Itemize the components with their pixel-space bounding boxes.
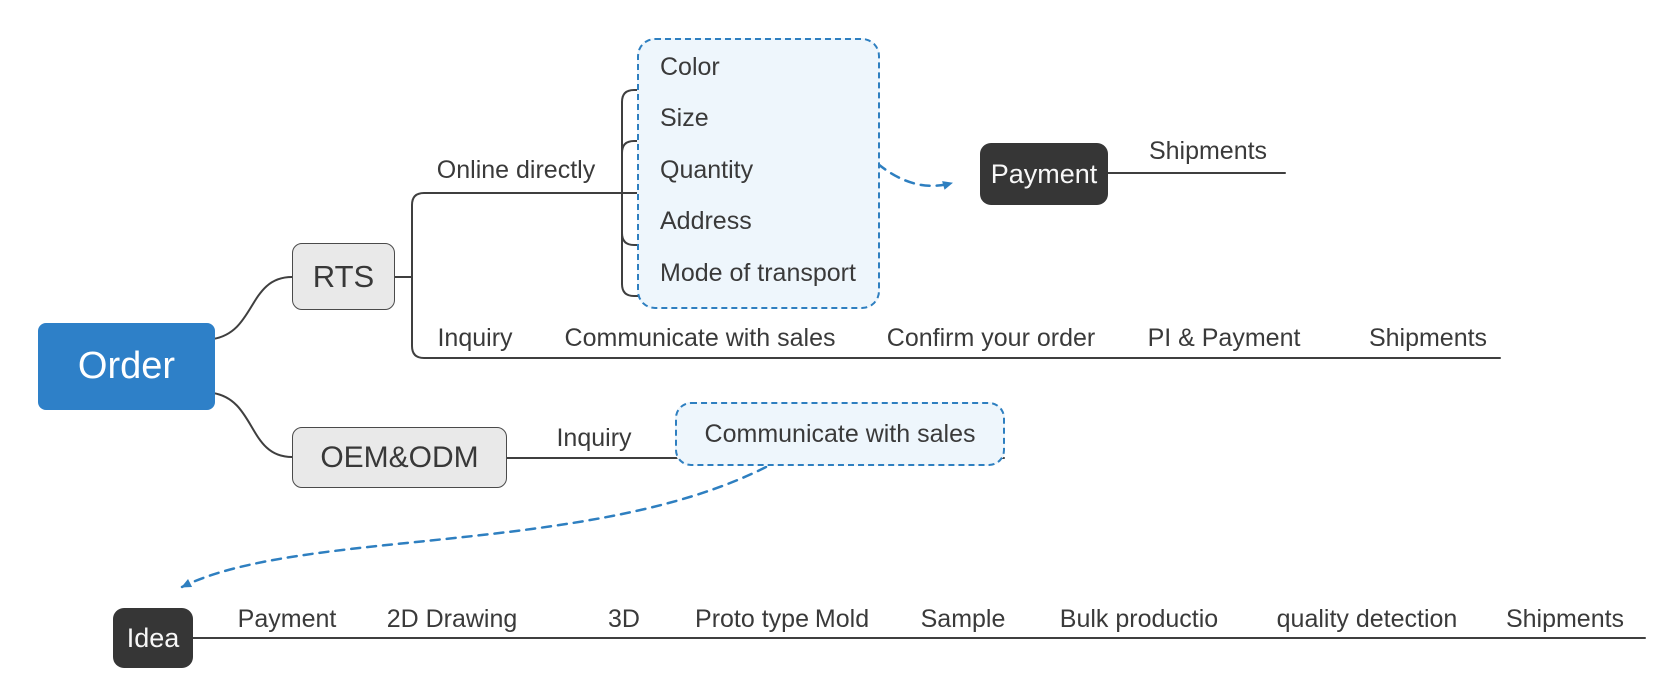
idea-step-quality-detection-label: quality detection bbox=[1276, 605, 1458, 633]
idea-step-bulk-production-label: Bulk productio bbox=[1059, 605, 1219, 633]
option-color-label: Color bbox=[660, 53, 720, 81]
curve-order-to-oem bbox=[212, 392, 293, 458]
order-node: Order bbox=[38, 323, 215, 410]
rts-step-pi-payment-label: PI & Payment bbox=[1147, 324, 1301, 352]
idea-step-2d-drawing-label: 2D Drawing bbox=[386, 605, 518, 633]
rts-step-communicate-label: Communicate with sales bbox=[564, 324, 836, 352]
option-size-label: Size bbox=[660, 104, 709, 132]
idea-node: Idea bbox=[113, 608, 193, 668]
oem-step-inquiry-label: Inquiry bbox=[556, 424, 632, 452]
option-transport-line bbox=[621, 283, 878, 297]
idea-step-shipments-label: Shipments bbox=[1505, 605, 1625, 633]
option-address-label: Address bbox=[660, 207, 752, 235]
idea-step-mold-label: Mold bbox=[814, 605, 870, 633]
dashed-arrow-to-idea bbox=[180, 465, 768, 589]
oem-node: OEM&ODM bbox=[292, 427, 507, 488]
option-address-line bbox=[621, 232, 763, 246]
dashed-arrow-to-payment bbox=[876, 162, 954, 190]
curve-order-to-rts bbox=[212, 276, 293, 340]
rts-node: RTS bbox=[292, 243, 395, 310]
option-quantity-label: Quantity bbox=[660, 156, 754, 184]
online-branch-line bbox=[411, 192, 771, 278]
shipments-top-label: Shipments bbox=[1148, 137, 1268, 165]
communicate-highlight-group: Communicate with sales bbox=[675, 402, 1005, 466]
oem-step-communicate-label: Communicate with sales bbox=[704, 420, 976, 448]
option-size-line bbox=[621, 140, 713, 154]
idea-step-sample-label: Sample bbox=[920, 605, 1006, 633]
idea-step-3d-label: 3D bbox=[608, 605, 640, 633]
idea-step-payment-label: Payment bbox=[237, 605, 337, 633]
online-directly-label: Online directly bbox=[436, 156, 596, 184]
payment-node: Payment bbox=[980, 143, 1108, 205]
idea-step-prototype-label: Proto type bbox=[695, 605, 809, 633]
online-options-group bbox=[637, 38, 880, 309]
option-color-line bbox=[621, 89, 728, 103]
rts-step-confirm-label: Confirm your order bbox=[886, 324, 1096, 352]
rts-step-inquiry-label: Inquiry bbox=[437, 324, 513, 352]
option-transport-label: Mode of transport bbox=[660, 259, 856, 287]
rts-step-shipments-label: Shipments bbox=[1368, 324, 1488, 352]
rts-steps-line bbox=[411, 276, 1501, 359]
